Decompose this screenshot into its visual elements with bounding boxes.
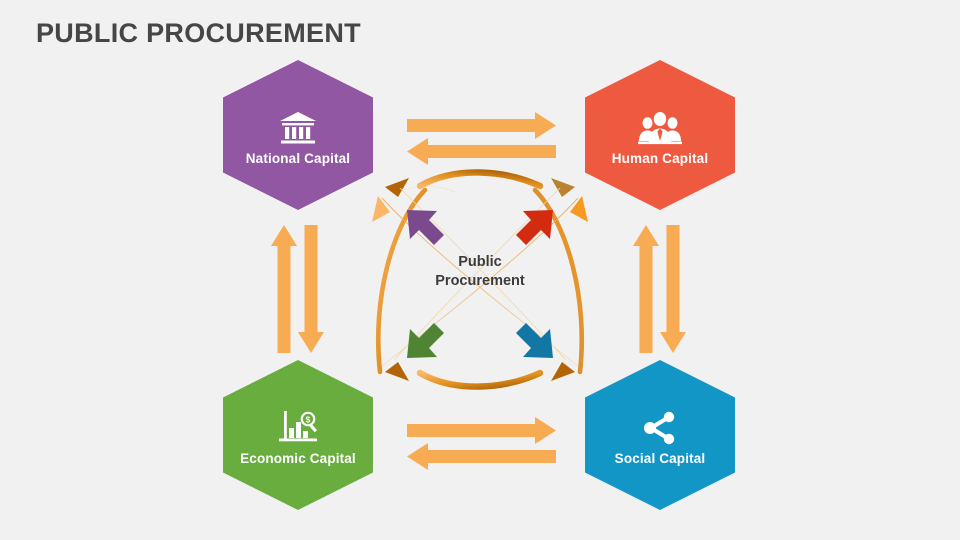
left-arrow-up [271, 225, 297, 353]
left-arrow-down [298, 225, 324, 353]
svg-text:$: $ [306, 414, 311, 424]
bottom-arrow-left [407, 443, 556, 470]
node-label: Social Capital [614, 450, 706, 466]
center-arrow-down-left [407, 323, 444, 358]
page-title: PUBLIC PROCUREMENT [36, 18, 361, 48]
node-label: Economic Capital [240, 450, 356, 466]
bar-chart-magnifier-dollar-icon: $ [275, 408, 321, 448]
bank-icon [275, 108, 321, 148]
node-label: Human Capital [611, 150, 709, 166]
node-label: National Capital [245, 150, 351, 166]
right-arrow-down [660, 225, 686, 353]
node-national-capital[interactable]: National Capital [223, 60, 373, 210]
top-arrow-left [407, 138, 556, 165]
center-arrow-down-right [516, 323, 553, 358]
center-arrow-up-left [407, 210, 444, 245]
node-social-capital[interactable]: Social Capital [585, 360, 735, 510]
right-arrow-up [633, 225, 659, 353]
bottom-arrow-right [407, 417, 556, 444]
node-human-capital[interactable]: Human Capital [585, 60, 735, 210]
center-arc-top-left [372, 169, 544, 375]
top-arrow-right [407, 112, 556, 139]
share-network-icon [637, 408, 683, 448]
center-arc-top-right [532, 178, 588, 375]
people-group-icon [637, 108, 683, 148]
center-arc-bottom [385, 362, 575, 390]
center-arrow-up-right [516, 210, 553, 245]
node-economic-capital[interactable]: $ Economic Capital [223, 360, 373, 510]
